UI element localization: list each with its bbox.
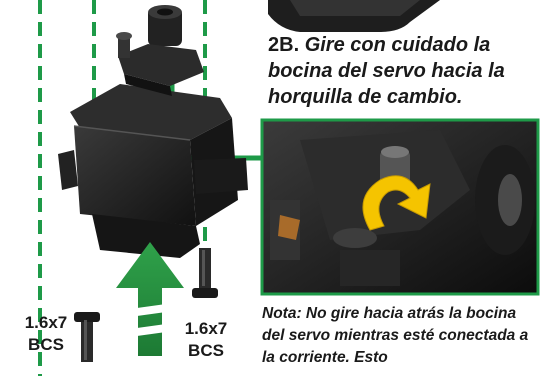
screw-left-size: 1.6x7 (24, 313, 68, 332)
up-arrow-icon (116, 242, 184, 356)
screw-right-label: 1.6x7 BCS (178, 318, 234, 362)
servo (58, 5, 248, 258)
screw-right (192, 248, 218, 298)
step-instruction: 2B. Gire con cuidado la bocina del servo… (268, 32, 536, 110)
note-text: Nota: No gire hacia atrás la bocina del … (262, 305, 529, 366)
screw-right-code: BCS (188, 341, 224, 360)
step-text: Gire con cuidado la bocina del servo hac… (268, 34, 505, 108)
step-number: 2B. (268, 34, 300, 56)
screw-left-code: BCS (28, 335, 64, 354)
transmission-part (268, 0, 440, 32)
screw-left-label: 1.6x7 BCS (18, 312, 74, 356)
photo-inset (260, 118, 540, 296)
screw-left (74, 312, 100, 362)
rotate-arrow-icon (362, 175, 431, 231)
screw-right-size: 1.6x7 (184, 319, 228, 338)
